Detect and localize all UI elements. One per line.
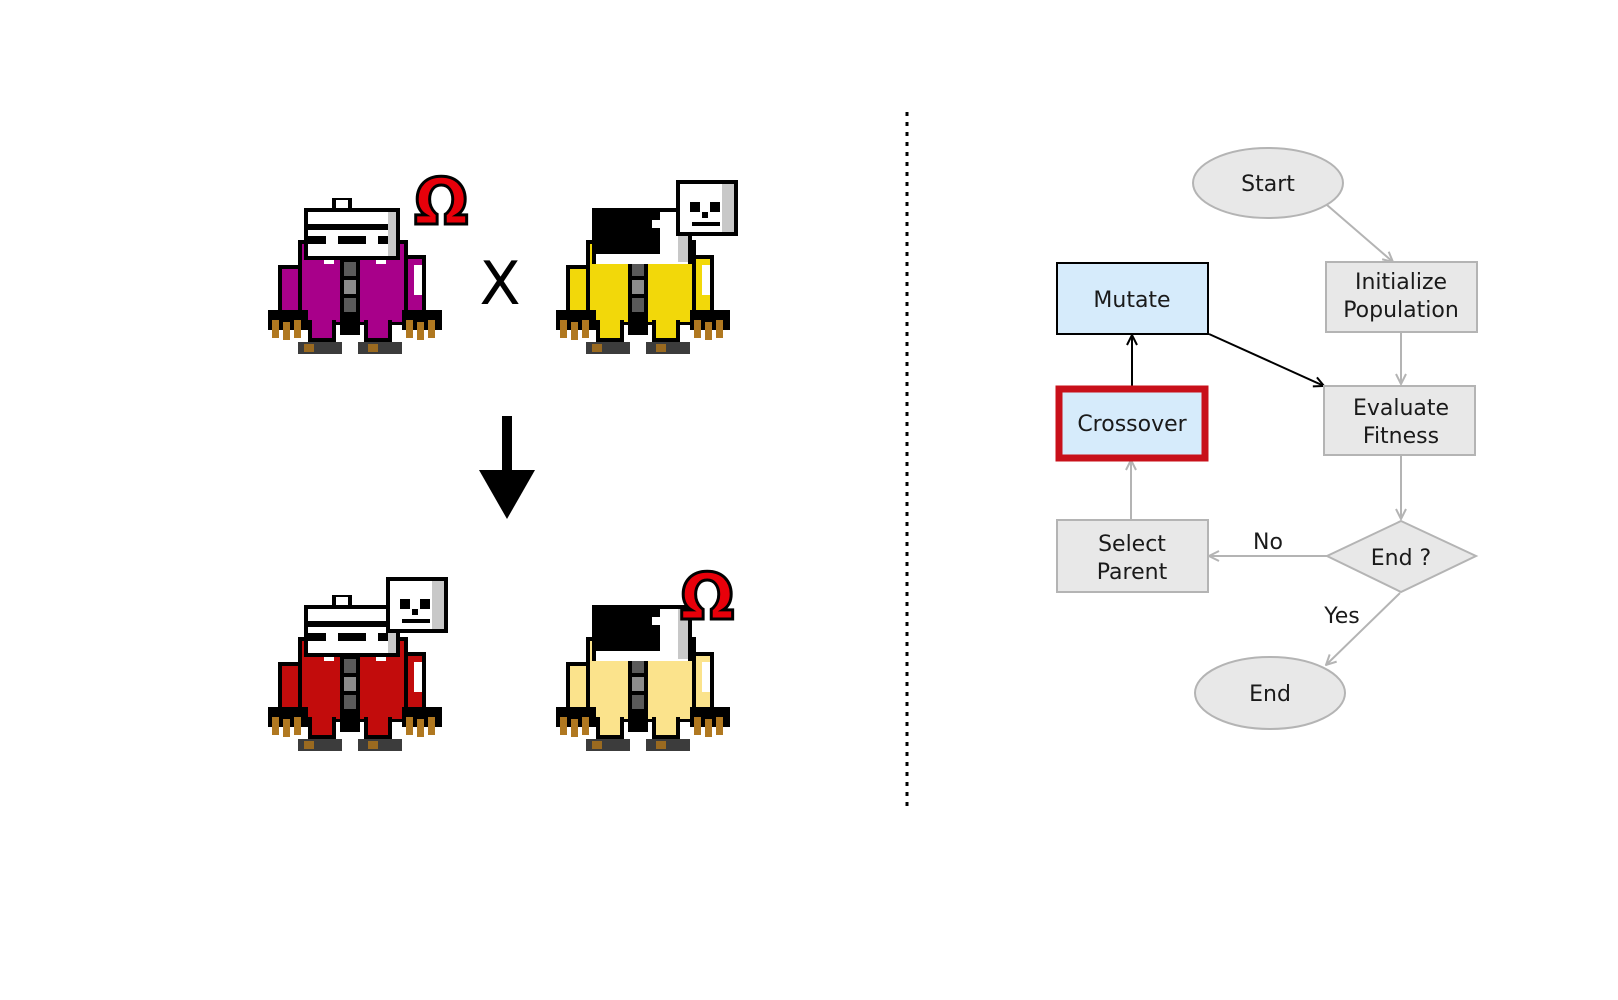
node-decision: End ? — [1324, 519, 1479, 594]
node-evaluate-fitness: Evaluate Fitness — [1323, 385, 1476, 456]
node-mutate-label: Mutate — [1093, 288, 1170, 313]
edge-start-init — [1326, 204, 1393, 262]
node-mutate: Mutate — [1056, 262, 1209, 335]
down-arrow-icon — [479, 416, 535, 519]
node-evaluate-label-2: Fitness — [1363, 424, 1439, 449]
node-evaluate-label-1: Evaluate — [1353, 396, 1449, 421]
node-initialize-population: Initialize Population — [1325, 261, 1478, 333]
edge-label-yes: Yes — [1323, 604, 1360, 629]
node-start: Start — [1192, 147, 1344, 219]
node-end: End — [1194, 656, 1346, 730]
node-crossover-label: Crossover — [1077, 412, 1187, 437]
cross-symbol: X — [479, 249, 520, 319]
parent-1-sprite: Ω — [268, 165, 470, 354]
omega-badge-icon: Ω — [680, 561, 734, 635]
offspring-1-sprite — [268, 577, 448, 751]
robot-head — [304, 198, 400, 260]
node-end-label: End — [1249, 682, 1291, 707]
node-select-label-1: Select — [1098, 532, 1166, 557]
node-crossover: Crossover — [1055, 385, 1209, 462]
node-select-parent: Select Parent — [1056, 519, 1209, 593]
flowchart: Start Initialize Population Mutate Cross… — [1055, 147, 1479, 730]
edge-label-no: No — [1253, 530, 1283, 555]
edge-mutate-evaluate — [1208, 333, 1324, 386]
offspring-2-sprite: Ω — [556, 560, 736, 751]
omega-badge-icon: Ω — [414, 166, 468, 240]
node-decision-label: End ? — [1371, 546, 1431, 571]
orca-head — [592, 605, 692, 661]
skull-badge-icon — [676, 180, 738, 236]
skull-badge-icon — [386, 577, 448, 633]
node-init-label-2: Population — [1343, 298, 1459, 323]
parent-2-sprite — [556, 180, 738, 354]
node-start-label: Start — [1241, 172, 1295, 197]
node-init-label-1: Initialize — [1355, 270, 1447, 295]
node-select-label-2: Parent — [1097, 560, 1168, 585]
robot-head — [304, 595, 400, 657]
edge-decision-end — [1326, 592, 1401, 665]
